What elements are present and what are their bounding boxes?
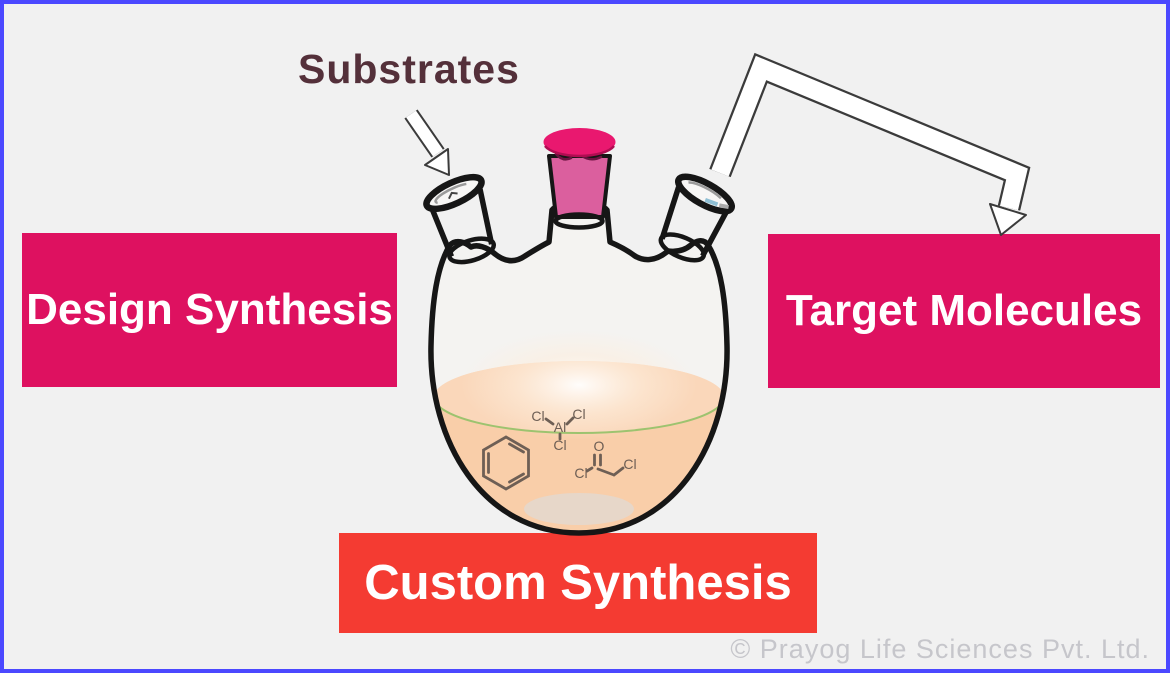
center-neck-rim (553, 212, 605, 230)
substrates-arrow-head-icon (424, 148, 450, 176)
copyright-watermark: © Prayog Life Sciences Pvt. Ltd. (730, 634, 1150, 664)
flask-illustration: Cl Cl Al Cl O Cl Cl (404, 52, 1031, 536)
acid-chloride-cl-right: Cl (623, 456, 636, 472)
rim-glint (704, 197, 719, 207)
target-molecules-label: Target Molecules (785, 286, 1143, 335)
right-neck (658, 173, 735, 263)
target-arrow (709, 52, 1031, 236)
reaction-liquid (430, 330, 728, 533)
substrates-label: Substrates (298, 46, 520, 92)
custom-synthesis-box: Custom Synthesis (339, 533, 817, 633)
alcl3-cl-top-right: Cl (572, 406, 585, 422)
alcl3-cl-bottom: Cl (553, 437, 566, 453)
left-neck (423, 173, 496, 265)
stopper-cap (543, 128, 616, 156)
alcl3-al: Al (554, 419, 566, 435)
target-molecules-box: Target Molecules (768, 234, 1160, 388)
target-arrow-head-icon (989, 203, 1027, 236)
alcl3-cl-top-left: Cl (531, 408, 544, 424)
acid-chloride-cl-left: Cl (574, 465, 587, 481)
acid-chloride-structure: O Cl Cl (574, 438, 636, 481)
design-synthesis-label: Design Synthesis (26, 285, 393, 334)
right-neck-rim (675, 173, 735, 215)
substrates-arrow (404, 109, 450, 176)
right-neck-joint (658, 232, 707, 263)
stopper (543, 128, 616, 230)
acid-chloride-o: O (594, 438, 605, 454)
left-neck-joint (447, 236, 496, 265)
alcl3-structure: Cl Cl Al Cl (531, 406, 585, 453)
flask-bottom-highlight (524, 493, 634, 525)
custom-synthesis-label: Custom Synthesis (364, 556, 792, 610)
design-synthesis-box: Design Synthesis (22, 233, 397, 387)
liquid-surface-line (433, 396, 725, 434)
benzene-ring (482, 435, 530, 491)
